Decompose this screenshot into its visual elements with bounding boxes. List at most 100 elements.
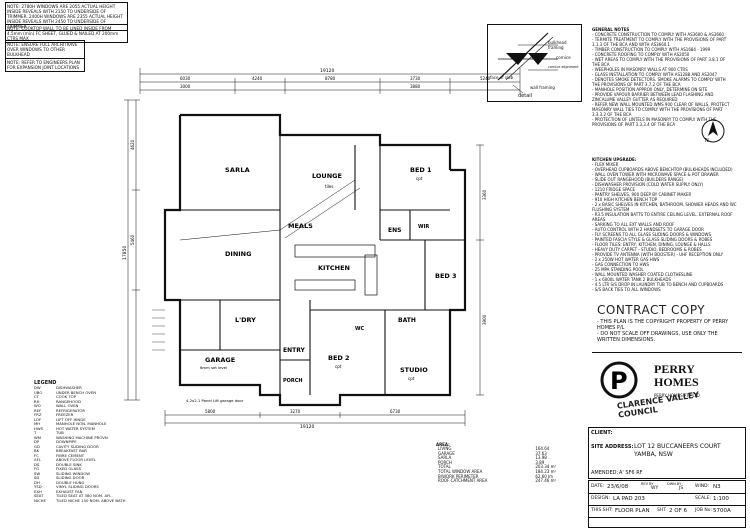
legend-row: AFL ABOVE FLOOR LEVEL	[34, 457, 104, 463]
legend-desc: DOWNPIPE	[56, 439, 77, 444]
contract-line: - DO NOT SCALE OFF DRAWINGS, USE ONLY TH…	[597, 331, 718, 343]
note-architrave: NOTE: ENSURE FULL ARCHITRAVE OVER WINDOW…	[5, 40, 85, 59]
perry-logo-icon: P	[600, 361, 638, 399]
legend-desc: FIBRE CEMENT	[56, 452, 85, 458]
svg-text:P: P	[610, 367, 628, 395]
legend-desc: SLIDING WINDOW	[56, 470, 91, 476]
title-block: DATE: 23/6/08 REV BY WY DWN BY JS WIND: …	[588, 480, 746, 528]
room-kitchen: KITCHEN	[318, 264, 350, 272]
kitchen-item: - DISHWASHER PROVISION (COLD WATER SUPPL…	[592, 182, 704, 187]
room-bed1: BED 1	[410, 166, 432, 174]
legend-desc: WASHING MACHINE PROVN	[56, 434, 108, 440]
kitchen-item: - WALL OVEN TOWER WITH MICROWAVE SPACE &…	[592, 172, 719, 177]
date-label: DATE:	[591, 484, 605, 489]
room-bath: BATH	[398, 317, 416, 324]
company-logo-panel: P PERRY HOMES PERRY HOMES PTY LTD CLAREN…	[592, 352, 742, 425]
legend-row: SW SLIDING WINDOW	[34, 470, 104, 477]
legend-code: BK	[34, 448, 40, 453]
contract-title: CONTRACT COPY	[597, 303, 706, 317]
general-note-item: - TERMITE TREATMENT TO COMPLY WITH THE P…	[592, 37, 727, 47]
area-windows-value: 184.23 m²	[535, 468, 557, 474]
legend-desc: FREEZER	[56, 412, 74, 417]
legend-desc: COOK TOP	[56, 394, 76, 399]
kitchen-item: - 2 x BASIC SHELVES IN KITCHEN, BATHROOM…	[592, 202, 737, 212]
detail-label-alignment: cornice alignment	[548, 65, 579, 69]
kitchen-title: KITCHEN UPGRADE:	[592, 157, 637, 162]
amended-value: A' SF6 RF	[619, 470, 643, 476]
dim-right-a: 3360	[482, 189, 487, 200]
kitchen-bench	[294, 244, 378, 296]
kitchen-item: - 4.5 LTR S/S DROP IN LAUNDRY TUB TO BEN…	[592, 282, 724, 287]
legend-row: CT COOK TOP	[34, 394, 104, 400]
area-name: TOTAL	[438, 464, 451, 470]
room-ldry: L'DRY	[235, 316, 256, 324]
kitchen-item: - 1210 FRIDGE SPACE	[592, 187, 636, 192]
legend-code: GD	[34, 443, 40, 449]
legend-code: LOF	[34, 416, 42, 422]
kitchen-item: - 1 x 6000L WATER TANK 2 BULKHEADS	[592, 277, 672, 282]
general-note-item: - WEEPHOLES IN MASONRY WALLS AT 900 CTRS	[592, 67, 688, 72]
legend-desc: ABOVE FLOOR LEVEL	[56, 457, 96, 462]
areas-title: AREA:	[436, 442, 450, 447]
legend-code: AFL	[34, 457, 41, 462]
kitchen-item: - PROVIDE TV ANTENNA (WITH BOOSTER) - UH…	[592, 252, 724, 257]
detail-label-cornice: cornice	[556, 55, 571, 60]
legend-code: WM	[34, 434, 42, 440]
general-note-item: - PROVIDE VAPOUR BARRIER BETWEEN LEAD FL…	[592, 92, 714, 102]
room-ens: ENS	[388, 227, 401, 234]
legend-code: CT	[34, 394, 39, 399]
area-value: 203.34 m²	[535, 464, 557, 470]
room-bed1-floor: cpt	[416, 176, 423, 181]
area-value: 13.98	[535, 455, 547, 461]
detail-drawing	[497, 32, 558, 94]
legend-code: SW	[34, 470, 41, 476]
legend-desc: BREAKFAST BAR	[56, 448, 87, 453]
job-label: JOB No:	[695, 508, 713, 513]
dwn-label: DWN BY	[667, 482, 682, 486]
sht-label: SHT	[657, 508, 666, 513]
area-value: 37.63	[535, 450, 547, 456]
kitchen-item: - PAINTED FASCIA STYLE & GLASS SLIDING D…	[592, 237, 713, 242]
dim-left-a: 4620	[130, 139, 135, 150]
rev-label: REV BY	[641, 482, 654, 486]
kitchen-item: - OVERHEAD CUPBOARDS ABOVE BENCHTOP (BUL…	[592, 167, 733, 172]
sheet-label: THIS SHT:	[591, 508, 613, 513]
bulkhead-lines	[179, 179, 361, 241]
legend-code: UBO	[34, 389, 43, 395]
kitchen-item: - 910 HIGH KITCHEN BENCH TOP	[592, 197, 658, 202]
legend-desc: VINYL SLIDING DOORS	[56, 484, 99, 489]
dim-top-g: 3880	[410, 84, 421, 89]
wind-value: N3	[713, 484, 721, 490]
detail-caption: detail	[518, 93, 533, 99]
legend-row: BK BREAKFAST BAR	[34, 448, 104, 454]
site-line2: YAMBA, NSW	[634, 451, 673, 458]
legend-title: LEGEND	[34, 380, 57, 386]
room-wc: WC	[355, 326, 365, 332]
north-arrow-icon: N	[701, 119, 725, 144]
bottom-dimensions	[164, 410, 466, 426]
floor-plan: 19120 6030 4240 8780 3730 5240 3000 3880…	[122, 68, 521, 430]
kitchen-item: - 2 x 250W HOT WATER GAS HWS	[592, 257, 660, 262]
dim-top-total: 19120	[320, 68, 334, 74]
dim-top-e: 5240	[480, 76, 491, 81]
general-note-item: - CONCRETE CONSTRUCTION TO COMPLY WITH A…	[592, 32, 724, 37]
rev-value: WY	[651, 486, 659, 491]
area-value: 3.89	[535, 459, 545, 465]
svg-text:N: N	[705, 138, 709, 144]
area-perimeter-value: 62.60 lm	[535, 473, 554, 479]
room-garage-door: 4.2x2.1 Panel Lift garage door	[186, 398, 244, 403]
general-note-item: - MANHOLE POSITION APPROX ONLY, DETERMIN…	[592, 87, 708, 92]
legend-code: REF	[34, 407, 42, 413]
dim-left-b: 5460	[130, 234, 135, 245]
kitchen-item: - GAS CONNECTION TO HWS	[592, 262, 650, 267]
